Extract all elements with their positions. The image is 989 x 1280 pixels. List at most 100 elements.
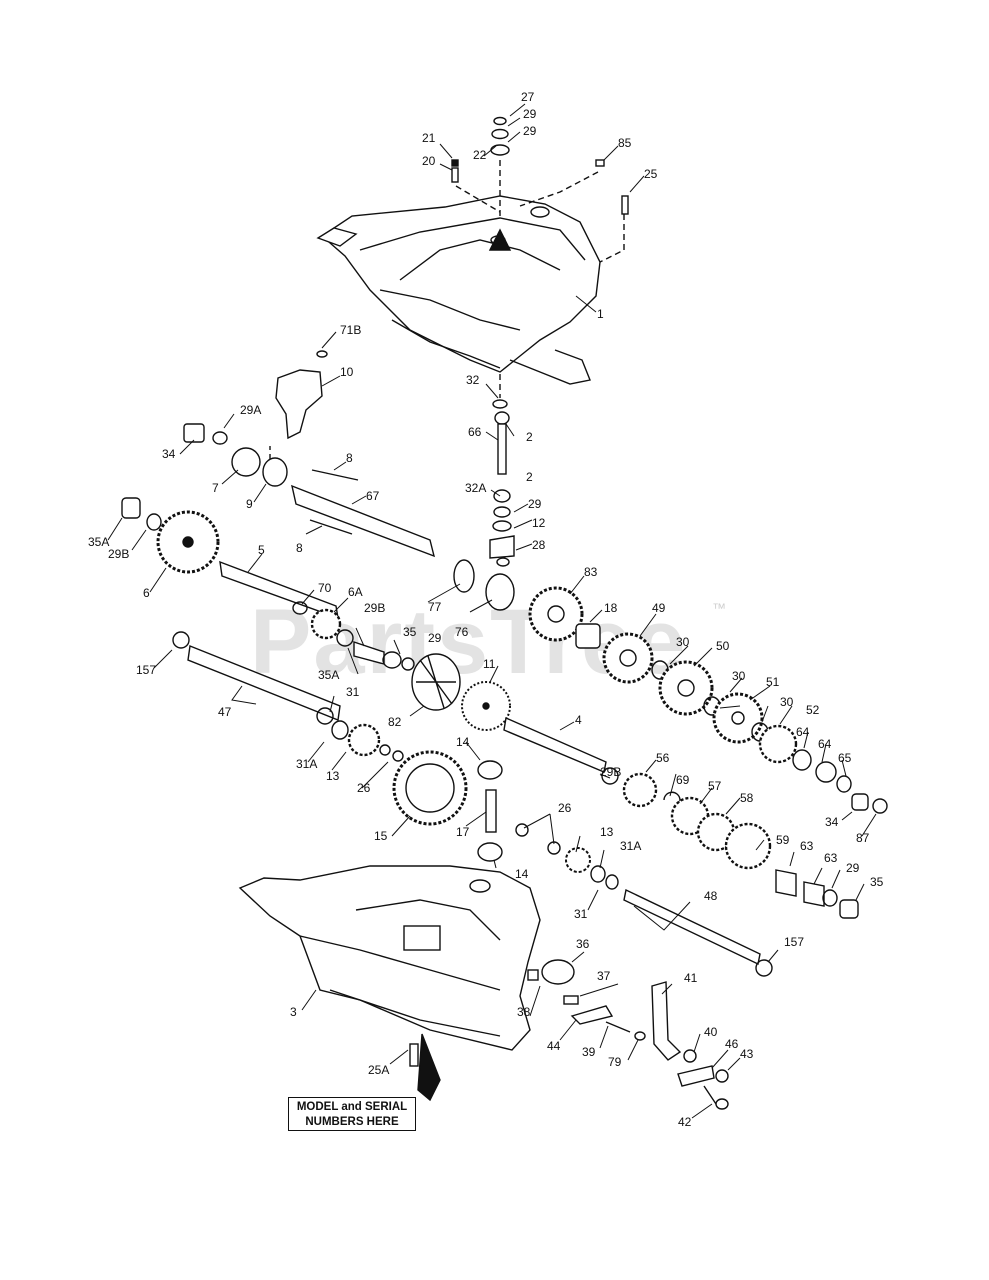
part-label: 47 bbox=[218, 705, 232, 719]
part-label: 85 bbox=[618, 136, 632, 150]
part-label: 34 bbox=[825, 815, 839, 829]
part-label: 10 bbox=[340, 365, 354, 379]
part-label: 30 bbox=[676, 635, 690, 649]
part-label: 14 bbox=[515, 867, 529, 881]
part-label: 44 bbox=[547, 1039, 561, 1053]
part-label: 37 bbox=[597, 969, 611, 983]
part-label: 79 bbox=[608, 1055, 622, 1069]
part-label: 77 bbox=[428, 600, 442, 614]
part-label: 12 bbox=[532, 516, 546, 530]
part-label: 29 bbox=[528, 497, 542, 511]
part-label: 66 bbox=[468, 425, 482, 439]
part-label: 32A bbox=[465, 481, 486, 495]
part-label: 29 bbox=[523, 124, 537, 138]
trademark-symbol: ™ bbox=[712, 600, 726, 616]
part-label: 34 bbox=[162, 447, 176, 461]
part-label: 38 bbox=[517, 1005, 531, 1019]
leader-lines bbox=[107, 103, 877, 1119]
part-label: 83 bbox=[584, 565, 598, 579]
output-shaft bbox=[623, 888, 773, 977]
part-label: 56 bbox=[656, 751, 670, 765]
part-label: 30 bbox=[780, 695, 794, 709]
part-label: 18 bbox=[604, 601, 618, 615]
part-label: 57 bbox=[708, 779, 722, 793]
part-label: 8 bbox=[296, 541, 303, 555]
part-label: 6 bbox=[143, 586, 150, 600]
part-label: 22 bbox=[473, 148, 487, 162]
part-label: 87 bbox=[856, 831, 870, 845]
part-label: 64 bbox=[796, 725, 810, 739]
part-label: 35A bbox=[318, 668, 339, 682]
part-label: 58 bbox=[740, 791, 754, 805]
part-label: 36 bbox=[576, 937, 590, 951]
part-label: 13 bbox=[600, 825, 614, 839]
part-label: 43 bbox=[740, 1047, 754, 1061]
model-tag-line-2: NUMBERS HERE bbox=[305, 1116, 399, 1128]
part-label: 13 bbox=[326, 769, 340, 783]
part-label: 69 bbox=[676, 773, 690, 787]
part-label: 21 bbox=[422, 131, 436, 145]
part-label: 35A bbox=[88, 535, 109, 549]
part-label: 46 bbox=[725, 1037, 739, 1051]
part-label: 67 bbox=[366, 489, 380, 503]
shift-fork bbox=[275, 350, 328, 440]
part-label: 29B bbox=[600, 765, 621, 779]
part-label: 25 bbox=[644, 167, 658, 181]
part-label: 48 bbox=[704, 889, 718, 903]
part-label: 52 bbox=[806, 703, 820, 717]
part-label: 4 bbox=[575, 713, 582, 727]
part-label: 7 bbox=[212, 481, 219, 495]
parts-artwork bbox=[107, 103, 888, 1119]
part-label: 31 bbox=[346, 685, 360, 699]
part-label: 1 bbox=[597, 307, 604, 321]
part-label: 41 bbox=[684, 971, 698, 985]
part-label: 29B bbox=[364, 601, 385, 615]
part-label: 31 bbox=[574, 907, 588, 921]
part-label: 35 bbox=[403, 625, 417, 639]
part-label: 157 bbox=[136, 663, 156, 677]
axle-left bbox=[172, 631, 404, 762]
part-label: 27 bbox=[521, 90, 535, 104]
part-label: 11 bbox=[483, 657, 496, 671]
part-label: 15 bbox=[374, 829, 388, 843]
part-label: 3 bbox=[290, 1005, 297, 1019]
part-number-labels: 27 29 29 21 22 20 85 25 1 71B 10 32 66 2… bbox=[88, 90, 884, 1129]
part-label: 26 bbox=[558, 801, 572, 815]
part-label: 6A bbox=[348, 585, 363, 599]
part-label: 29A bbox=[240, 403, 261, 417]
differential-group bbox=[392, 559, 561, 862]
part-label: 9 bbox=[246, 497, 253, 511]
countershaft bbox=[503, 716, 619, 785]
part-label: 35 bbox=[870, 875, 884, 889]
part-label: 82 bbox=[388, 715, 402, 729]
right-gear-stack bbox=[528, 586, 888, 919]
model-serial-tag: MODEL and SERIAL NUMBERS HERE bbox=[288, 1097, 416, 1131]
part-label: 14 bbox=[456, 735, 470, 749]
part-label: 65 bbox=[838, 751, 852, 765]
part-label: 5 bbox=[258, 543, 265, 557]
part-label: 29 bbox=[523, 107, 537, 121]
part-label: 28 bbox=[532, 538, 546, 552]
model-tag-line-1: MODEL and SERIAL bbox=[296, 1101, 408, 1113]
part-label: 2 bbox=[526, 430, 533, 444]
part-label: 71B bbox=[340, 323, 361, 337]
part-label: 2 bbox=[526, 470, 533, 484]
part-label: 31A bbox=[296, 757, 317, 771]
lower-housing bbox=[238, 865, 541, 1051]
part-label: 29 bbox=[846, 861, 860, 875]
part-label: 63 bbox=[824, 851, 838, 865]
part-label: 63 bbox=[800, 839, 814, 853]
part-label: 76 bbox=[455, 625, 469, 639]
part-label: 50 bbox=[716, 639, 730, 653]
top-hardware bbox=[451, 116, 629, 215]
upper-housing bbox=[316, 195, 601, 385]
part-label: 40 bbox=[704, 1025, 718, 1039]
part-label: 29 bbox=[428, 631, 442, 645]
center-pinion-column bbox=[489, 399, 515, 567]
part-label: 26 bbox=[357, 781, 371, 795]
part-label: 32 bbox=[466, 373, 480, 387]
part-label: 8 bbox=[346, 451, 353, 465]
left-shaft-group bbox=[121, 423, 436, 671]
